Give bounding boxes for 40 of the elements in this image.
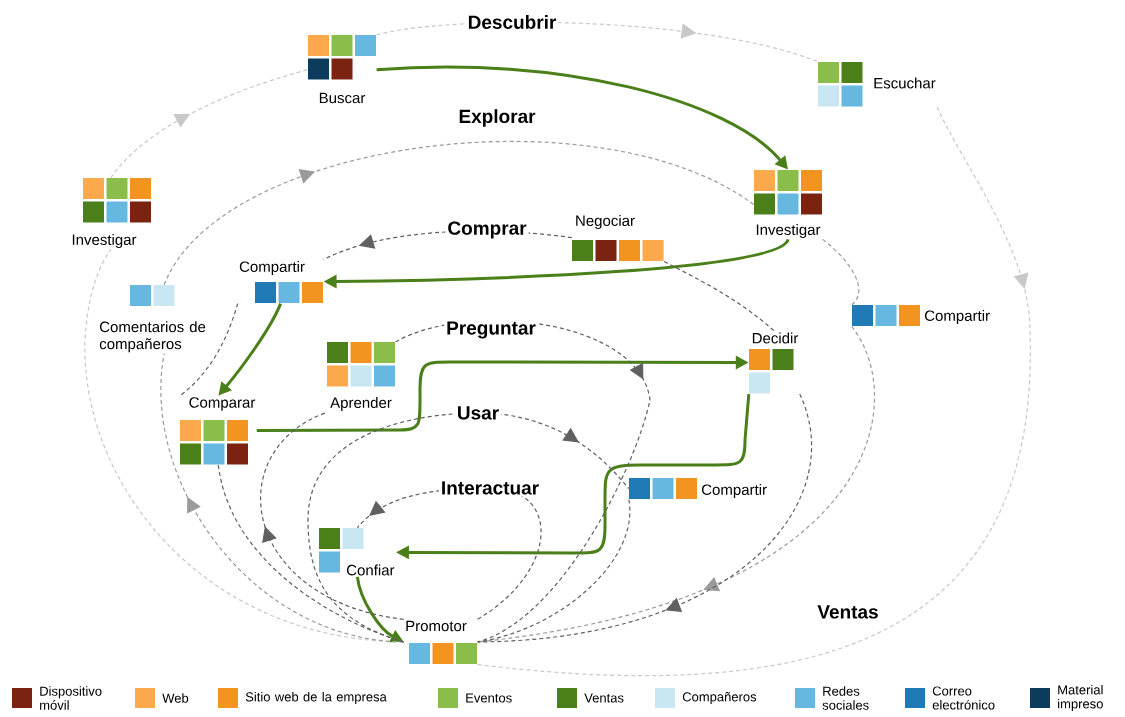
legend-label: Material impreso [1058,684,1103,712]
node-label: Promotor [406,620,467,632]
legend-label: Eventos [466,693,512,703]
node-label: Aprender [330,397,392,411]
legend-label: Redes sociales [822,686,869,710]
node-label: Investigar [72,234,137,248]
stage-label: Usar [454,404,502,422]
stage-label: Explorar [456,107,538,129]
node-label: Compartir [701,484,767,498]
stage-label: Interactuar [438,479,542,497]
stage-label: Descubrir [465,13,559,31]
arrow [477,393,813,643]
connector-line [477,499,631,643]
arrow [307,412,630,643]
legend-label: Ventas [584,693,624,703]
stage-label: Comprar [445,219,529,241]
arrow [163,141,755,286]
connector-line [822,238,860,306]
node-label: Investigar [756,224,821,238]
node-label: Buscar [319,92,366,104]
arrow [110,69,309,179]
node-label: Comentarios de compañeros [99,321,206,353]
node-label: Compartir [239,261,305,275]
legend-label: Sitio web de la empresa [245,691,387,705]
arrow [259,411,405,620]
legend-label: Web [162,693,189,703]
stage-label: Preguntar [444,319,538,341]
legend-label: Dispositivo móvil [40,686,102,710]
stage-label: Ventas [815,603,881,621]
legend-label: Correo electrónico [932,686,995,710]
connector-line [663,261,775,332]
arrow [160,352,405,643]
node-label: Escuchar [874,77,936,89]
node-label: Negociar [576,215,635,229]
node-label: Decidir [752,332,799,344]
node-label: Compartir [924,310,990,324]
legend-label: Compañeros [682,691,757,704]
node-label: Comparar [189,397,256,411]
node-label: Confiar [347,564,395,576]
connector-line [179,303,239,397]
